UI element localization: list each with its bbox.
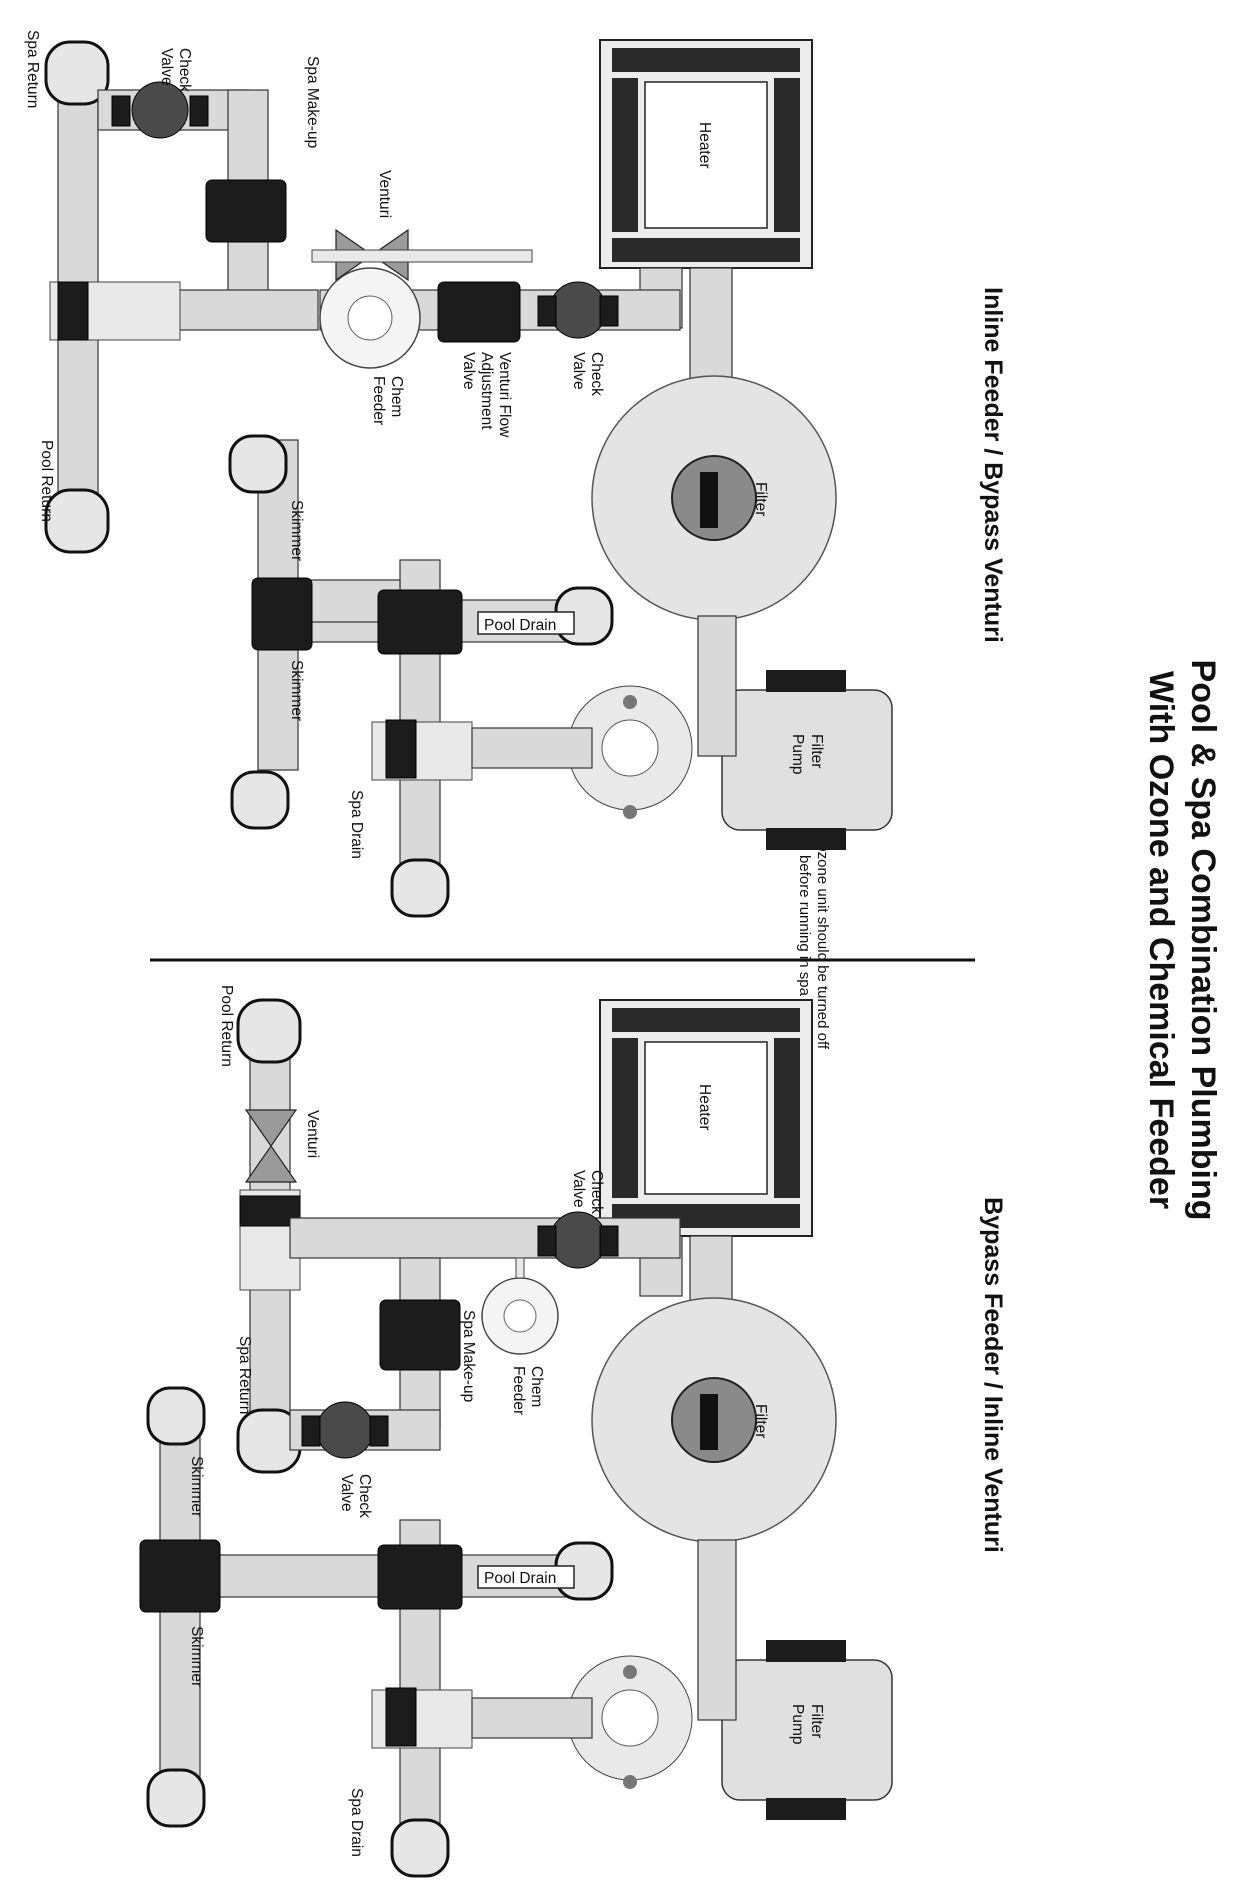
top-venturi-label: Venturi (376, 170, 393, 218)
top-diagram-subtitle: Inline Feeder / Bypass Venturi (979, 287, 1007, 643)
bottom-return-manifold: Pool Return Venturi Check Valve Spa Retu… (218, 985, 681, 1518)
ozone-note: Note: Ozone unit should be turned off be… (796, 800, 831, 1050)
top-diagram: Heater Filter Filter Pump (24, 30, 893, 918)
bottom-pool-return-label: Pool Return (218, 985, 235, 1067)
bottom-skimmer-label-2: Skimmer (188, 1626, 205, 1687)
top-heater-label: Heater (696, 122, 713, 169)
bottom-suction-manifold: Skimmer Skimmer Pool Drain Spa Drain (139, 1386, 614, 1878)
bottom-chem-feeder-2: Feeder (510, 1366, 527, 1415)
top-check-valve-a-2: Valve (158, 48, 175, 86)
top-check-valve-b-1: Check (588, 352, 605, 396)
note-line-1: Note: Ozone unit should be turned off (814, 800, 831, 1050)
bottom-filter-pump: Filter Pump (567, 1640, 893, 1820)
bottom-chem-feeder-1: Chem (528, 1366, 545, 1407)
bottom-diagram: Heater Filter Filter Pump (139, 985, 893, 1878)
bottom-pump-label-2: Pump (789, 1704, 806, 1745)
bottom-spa-return-label: Spa Return (236, 1336, 253, 1414)
top-chem-feeder-1: Chem (388, 376, 405, 417)
top-skimmer-label-1: Skimmer (288, 500, 305, 561)
bottom-check-valve-a-1: Check (588, 1170, 605, 1214)
page-title: Pool & Spa Combination Plumbing With Ozo… (1142, 660, 1222, 1221)
bottom-check-valve-b-1: Check (356, 1474, 373, 1518)
top-spa-drain-label: Spa Drain (348, 790, 365, 859)
top-skimmer-label-2: Skimmer (288, 660, 305, 721)
top-pool-drain-label: Pool Drain (484, 617, 556, 634)
top-venturi-flow-2: Adjustment (478, 352, 495, 430)
top-filter: Filter (591, 375, 837, 621)
bottom-spa-drain-label: Spa Drain (348, 1788, 365, 1857)
top-filter-label: Filter (752, 482, 769, 516)
top-pump-label-2: Pump (789, 734, 806, 775)
top-return-manifold: Spa Return Check Valve Spa Make-up Ventu… (24, 30, 681, 554)
bottom-heater: Heater (599, 999, 813, 1237)
top-spa-return-label: Spa Return (24, 30, 41, 108)
title-line-2: With Ozone and Chemical Feeder (1142, 671, 1180, 1209)
bottom-pump-label-1: Filter (808, 1704, 825, 1738)
bottom-diagram-subtitle: Bypass Feeder / Inline Venturi (979, 1197, 1007, 1553)
top-pump-label-1: Filter (808, 734, 825, 768)
top-spa-makeup-label: Spa Make-up (304, 56, 321, 148)
bottom-heater-label: Heater (696, 1084, 713, 1131)
top-check-valve-b-2: Valve (570, 352, 587, 390)
bottom-spa-makeup-label: Spa Make-up (460, 1310, 477, 1402)
title-line-1: Pool & Spa Combination Plumbing (1184, 660, 1222, 1221)
top-venturi-flow-1: Venturi Flow (496, 352, 513, 438)
top-check-valve-a-1: Check (176, 48, 193, 92)
bottom-filter-label: Filter (752, 1404, 769, 1438)
top-heater: Heater (599, 39, 813, 269)
top-suction-manifold: Skimmer Skimmer Pool Drain Spa Drain (228, 434, 614, 918)
bottom-skimmer-label-1: Skimmer (188, 1456, 205, 1517)
top-chem-feeder-2: Feeder (370, 376, 387, 425)
bottom-venturi-label: Venturi (304, 1110, 321, 1158)
top-pool-return-label: Pool Return (38, 440, 55, 522)
bottom-check-valve-b-2: Valve (338, 1474, 355, 1512)
bottom-filter: Filter (591, 1297, 837, 1543)
bottom-check-valve-a-2: Valve (570, 1170, 587, 1208)
bottom-pool-drain-label: Pool Drain (484, 1570, 556, 1587)
note-line-2: before running in spa mode. (796, 855, 813, 1042)
top-filter-pump: Filter Pump (567, 670, 893, 850)
top-venturi-flow-3: Valve (460, 352, 477, 390)
